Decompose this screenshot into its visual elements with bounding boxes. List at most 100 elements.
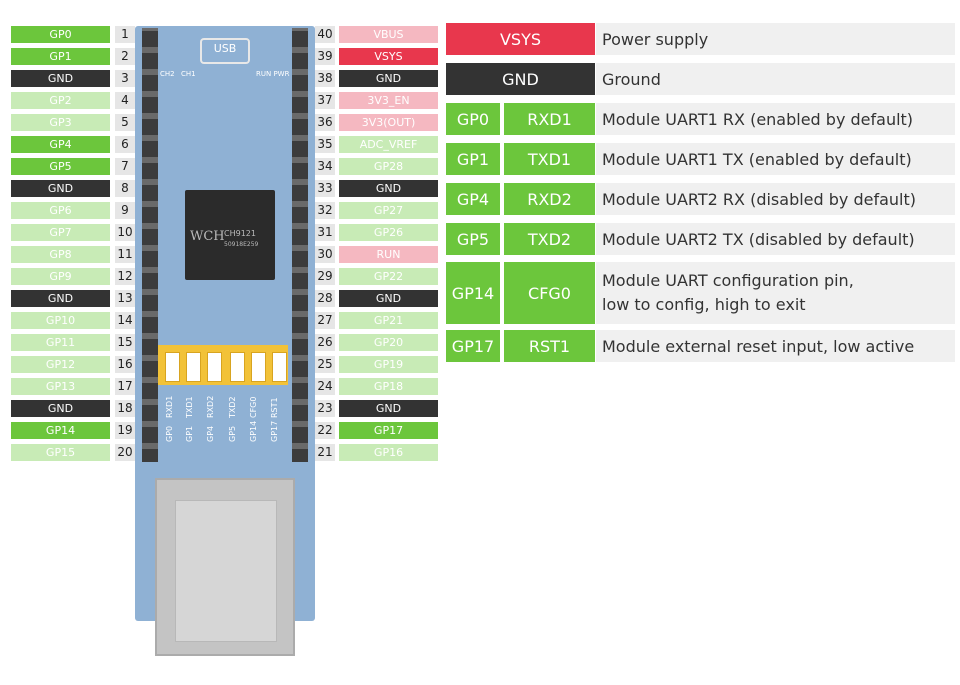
switch-txd2 [230, 352, 245, 382]
table-gpio-cell: GP5 [446, 223, 500, 255]
pin-number-left: 7 [115, 158, 135, 175]
pin-label-left: GP11 [11, 334, 110, 351]
pin-label-right: 3V3(OUT) [339, 114, 438, 131]
table-description-cell: Power supply [596, 23, 955, 55]
pin-number-right: 27 [315, 312, 335, 329]
table-description-cell: Module UART configuration pin, low to con… [596, 262, 955, 324]
pin-label-left: GND [11, 70, 110, 87]
pin-label-left: GND [11, 180, 110, 197]
switch-txd1 [186, 352, 201, 382]
pin-number-left: 3 [115, 70, 135, 87]
pin-number-right: 39 [315, 48, 335, 65]
pin-number-right: 37 [315, 92, 335, 109]
ethernet-jack-face [175, 500, 277, 642]
pin-number-right: 22 [315, 422, 335, 439]
switch-rxd1 [165, 352, 180, 382]
led-label-ch1: CH1 [181, 70, 196, 78]
pin-number-right: 31 [315, 224, 335, 241]
pin-label-right: VBUS [339, 26, 438, 43]
pin-number-right: 24 [315, 378, 335, 395]
pin-label-left: GND [11, 290, 110, 307]
silk-rxd2: RXD2 [206, 395, 215, 418]
pin-label-left: GP1 [11, 48, 110, 65]
pin-number-left: 18 [115, 400, 135, 417]
pin-label-right: GP20 [339, 334, 438, 351]
silk-gp4: GP4 [206, 425, 215, 442]
silk-rst1: RST1 [270, 397, 279, 418]
pin-label-left: GND [11, 400, 110, 417]
pin-number-right: 34 [315, 158, 335, 175]
table-gpio-cell: GP14 [446, 262, 500, 324]
pin-number-right: 38 [315, 70, 335, 87]
pin-number-left: 6 [115, 136, 135, 153]
usb-label: USB [213, 42, 237, 55]
pin-number-right: 29 [315, 268, 335, 285]
pin-number-left: 1 [115, 26, 135, 43]
silk-txd1: TXD1 [185, 396, 194, 418]
table-function-cell: RST1 [504, 330, 595, 362]
description-line: low to config, high to exit [602, 295, 806, 314]
table-description-cell: Module UART1 TX (enabled by default) [596, 143, 955, 175]
pin-label-left: GP4 [11, 136, 110, 153]
pin-label-right: ADC_VREF [339, 136, 438, 153]
pin-label-right: GP27 [339, 202, 438, 219]
pin-number-right: 40 [315, 26, 335, 43]
pin-number-right: 30 [315, 246, 335, 263]
pin-label-left: GP6 [11, 202, 110, 219]
pin-number-right: 32 [315, 202, 335, 219]
table-description-cell: Module UART2 TX (disabled by default) [596, 223, 955, 255]
pin-number-left: 16 [115, 356, 135, 373]
pin-label-right: GND [339, 180, 438, 197]
pin-label-right: GP16 [339, 444, 438, 461]
silk-txd2: TXD2 [228, 396, 237, 418]
pin-label-left: GP10 [11, 312, 110, 329]
pin-label-right: GND [339, 70, 438, 87]
pin-number-left: 20 [115, 444, 135, 461]
pin-number-right: 26 [315, 334, 335, 351]
pin-label-right: GP21 [339, 312, 438, 329]
table-function-cell: RXD1 [504, 103, 595, 135]
pin-label-left: GP9 [11, 268, 110, 285]
table-function-cell: RXD2 [504, 183, 595, 215]
pin-label-right: GP19 [339, 356, 438, 373]
pin-number-right: 35 [315, 136, 335, 153]
pin-number-left: 11 [115, 246, 135, 263]
pin-number-left: 13 [115, 290, 135, 307]
pin-label-right: GP26 [339, 224, 438, 241]
pin-number-right: 25 [315, 356, 335, 373]
pin-number-left: 4 [115, 92, 135, 109]
pin-number-left: 14 [115, 312, 135, 329]
silk-gp17: GP17 [270, 420, 279, 442]
pin-number-right: 36 [315, 114, 335, 131]
pin-label-left: GP14 [11, 422, 110, 439]
pin-label-right: GP28 [339, 158, 438, 175]
chip-code: 50918E259 [224, 241, 259, 248]
table-gpio-cell: GP17 [446, 330, 500, 362]
table-function-cell: TXD2 [504, 223, 595, 255]
table-signal-cell: VSYS [446, 23, 595, 55]
pin-label-right: GP17 [339, 422, 438, 439]
ch9121-chip [185, 190, 275, 280]
table-signal-cell: GND [446, 63, 595, 95]
silk-gp0: GP0 [165, 425, 174, 442]
led-label-ch2: CH2 [160, 70, 175, 78]
pin-number-left: 15 [115, 334, 135, 351]
pin-label-right: GP18 [339, 378, 438, 395]
pin-number-left: 2 [115, 48, 135, 65]
pin-label-left: GP5 [11, 158, 110, 175]
table-description-cell: Module external reset input, low active [596, 330, 955, 362]
table-description-cell: Module UART1 RX (enabled by default) [596, 103, 955, 135]
pin-label-left: GP8 [11, 246, 110, 263]
pin-number-left: 17 [115, 378, 135, 395]
switch-cfg0 [251, 352, 266, 382]
pin-number-right: 28 [315, 290, 335, 307]
chip-logo: WCH [190, 229, 225, 244]
pin-number-right: 21 [315, 444, 335, 461]
silk-cfg0: CFG0 [249, 396, 258, 418]
pin-label-left: GP2 [11, 92, 110, 109]
description-line: Module UART configuration pin, [602, 271, 854, 290]
pin-label-right: 3V3_EN [339, 92, 438, 109]
pin-number-left: 19 [115, 422, 135, 439]
switch-rxd2 [207, 352, 222, 382]
